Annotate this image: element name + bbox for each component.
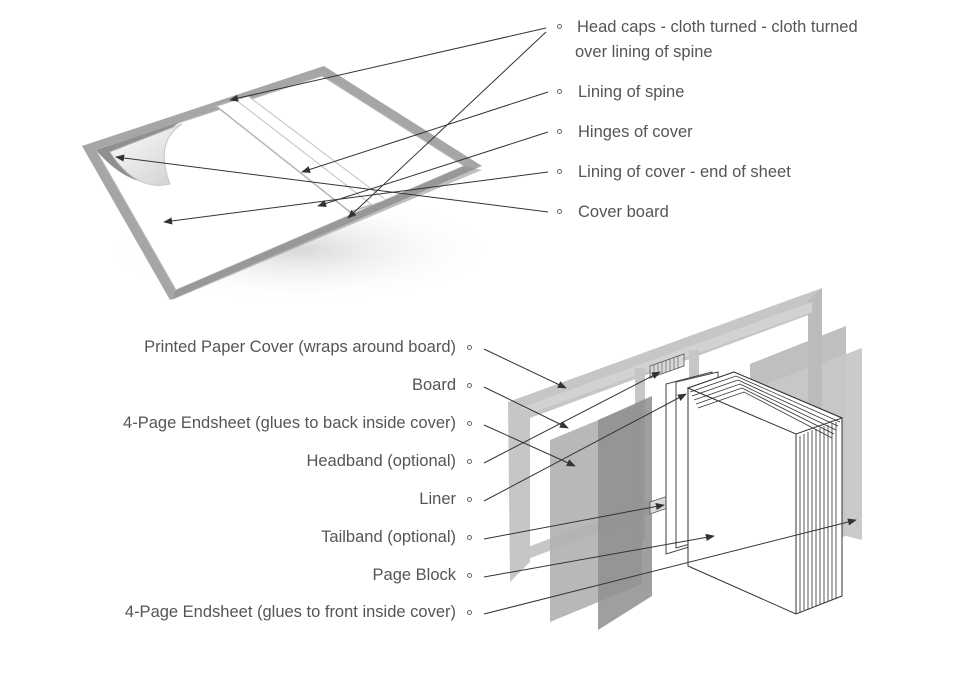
bottom-leader-lines <box>483 348 857 615</box>
endsheet-back-panel <box>598 396 652 630</box>
arrow-hinges-of-cover <box>317 131 549 207</box>
bullet-tailband <box>467 535 472 540</box>
headband-ticks <box>653 356 679 377</box>
paper-cover-frame-inner <box>520 302 812 412</box>
label-board: Board <box>411 376 456 394</box>
bullet-printed-paper-cover <box>467 345 472 350</box>
label-hinges-of-cover: Hinges of cover <box>578 123 693 141</box>
label-cover-board: Cover board <box>578 203 669 221</box>
label-lining-of-spine: Lining of spine <box>578 83 685 101</box>
arrow-head-caps-a <box>229 27 547 102</box>
arrow-lining-of-cover <box>163 171 549 225</box>
label-printed-paper-cover: Printed Paper Cover (wraps around board) <box>144 338 456 356</box>
bullet-lining-of-cover <box>557 169 562 174</box>
top-leader-lines <box>115 27 549 225</box>
paper-cover-frame-right <box>808 288 822 426</box>
arrow-board <box>483 386 569 429</box>
bullet-hinges-of-cover <box>557 129 562 134</box>
arrow-tailband <box>483 502 665 540</box>
arrow-endsheet-back <box>483 424 576 467</box>
bullet-page-block <box>467 573 472 578</box>
bullet-cover-board <box>557 209 562 214</box>
label-endsheet-back: 4-Page Endsheet (glues to back inside co… <box>123 414 456 432</box>
label-head-caps-line1: Head caps - cloth turned - cloth turned <box>577 18 858 36</box>
label-page-block: Page Block <box>372 566 456 584</box>
bullet-lining-of-spine <box>557 89 562 94</box>
bullet-board <box>467 383 472 388</box>
page-block-pages <box>689 375 841 612</box>
label-headband: Headband (optional) <box>306 452 456 470</box>
arrow-printed-paper-cover <box>483 348 567 389</box>
arrow-liner <box>483 393 687 502</box>
arrow-endsheet-front <box>483 518 857 615</box>
label-liner: Liner <box>419 490 456 508</box>
open-cover-illustration <box>82 66 500 305</box>
arrow-headband <box>483 371 661 464</box>
bullet-endsheet-back <box>467 421 472 426</box>
bullet-endsheet-front <box>467 610 472 615</box>
label-endsheet-front: 4-Page Endsheet (glues to front inside c… <box>124 603 456 621</box>
bullet-liner <box>467 497 472 502</box>
arrow-cover-board <box>115 154 549 213</box>
label-lining-of-cover: Lining of cover - end of sheet <box>578 163 791 181</box>
tailband-shape <box>649 495 669 515</box>
exploded-book-illustration <box>508 288 862 630</box>
label-head-caps-line2: over lining of spine <box>575 43 713 61</box>
arrow-lining-of-spine <box>301 91 549 173</box>
cover-edge <box>172 166 482 300</box>
bullet-headband <box>467 459 472 464</box>
page-curl <box>109 123 183 186</box>
arrow-page-block <box>483 533 715 578</box>
bullet-head-caps <box>557 24 562 29</box>
label-tailband: Tailband (optional) <box>321 528 456 546</box>
